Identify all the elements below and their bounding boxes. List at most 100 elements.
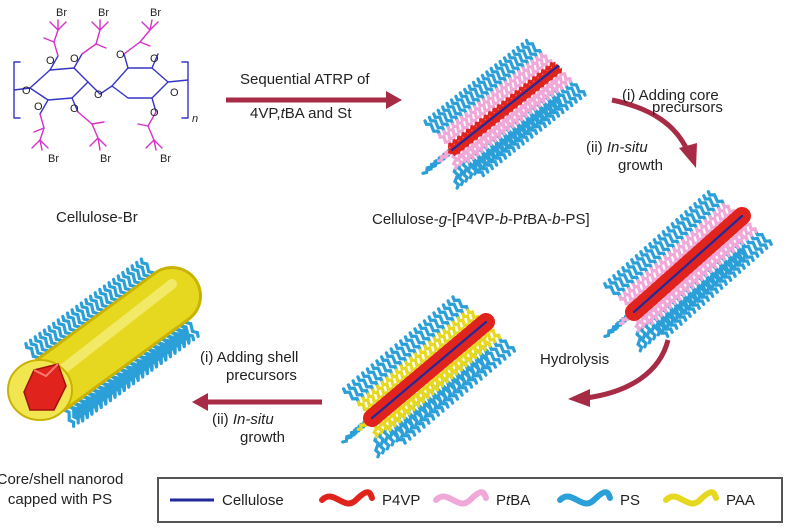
ps-arm: [356, 375, 375, 392]
ps-arm: [380, 355, 399, 372]
ps-arm: [449, 98, 468, 116]
middle-block-arm: [442, 129, 456, 143]
legend-label: Cellulose: [222, 492, 284, 509]
cellulose-br-label: Cellulose-Br: [56, 209, 138, 226]
ps-arm: [564, 83, 583, 101]
backbone-bonds: [13, 53, 189, 115]
legend-swatch: [319, 489, 375, 507]
ps-arm: [661, 230, 681, 247]
ps-arm: [635, 329, 644, 353]
arrow-step-2: [611, 97, 697, 168]
middle-block-arm: [539, 52, 553, 66]
middle-block-arm: [466, 308, 480, 321]
middle-block-arm: [535, 56, 549, 69]
middle-block-arm: [376, 384, 390, 397]
middle-block-arm: [428, 340, 442, 353]
middle-block-arm: [499, 84, 514, 97]
ps-arm: [413, 327, 432, 344]
middle-block-arm: [627, 286, 642, 300]
ps-arm: [446, 299, 465, 316]
middle-block-arm: [495, 87, 509, 101]
step4-line3: (ii) In-situ: [212, 411, 274, 428]
ps-arm: [394, 343, 413, 360]
step1-label-line1: Sequential ATRP of: [240, 71, 370, 88]
middle-block-arm: [438, 133, 452, 146]
ps-arm: [418, 323, 437, 340]
middle-block-arm: [504, 80, 518, 94]
product-label-cellulose-g: Cellulose-g-[P4VP-b-PtBA-b-PS]: [372, 211, 590, 228]
ps-arm: [456, 163, 465, 187]
ps-arm: [670, 222, 690, 239]
ps-arm: [603, 282, 622, 299]
middle-block-arm: [704, 218, 718, 232]
middle-block-arm: [461, 312, 476, 325]
middle-block-arm: [645, 270, 660, 284]
middle-block-arm: [482, 98, 496, 111]
ps-arm: [476, 77, 495, 95]
ps-arm: [497, 336, 516, 353]
brush-copolymer-cellulose-g: [421, 38, 587, 190]
step3-label: Hydrolysis: [540, 351, 609, 368]
arrow-step-4: [192, 393, 322, 411]
middle-block-arm: [699, 222, 714, 236]
legend-label: P4VP: [382, 492, 420, 509]
ps-arm: [525, 38, 543, 56]
ps-arm: [749, 233, 769, 250]
ps-arm: [706, 190, 726, 207]
legend-label: PtBA: [496, 492, 530, 509]
middle-block-arm: [491, 91, 505, 104]
cellulose-backbone: [450, 64, 560, 152]
ps-arm: [507, 52, 526, 70]
shell-highlight: [57, 279, 177, 375]
oxygen-label: O: [70, 103, 79, 115]
middle-block-arm: [404, 360, 419, 373]
middle-block-arm: [468, 108, 483, 122]
ps-arm: [612, 274, 631, 291]
ps-arm: [485, 70, 503, 88]
ps-arm: [351, 379, 370, 396]
middle-block-arm: [508, 77, 523, 90]
ps-arm: [702, 194, 721, 211]
ps-arm: [754, 229, 773, 246]
oxygen-label: O: [46, 55, 55, 67]
ps-arm: [389, 347, 408, 364]
middle-block-arm: [530, 59, 545, 73]
middle-block-arm: [464, 112, 478, 125]
ps-arm: [463, 87, 481, 105]
middle-block-arm: [473, 105, 487, 118]
middle-block-arm: [713, 210, 727, 224]
ps-arm: [480, 73, 499, 91]
middle-block-arm: [366, 392, 381, 405]
ps-arm: [639, 250, 658, 267]
middle-block-arm: [451, 152, 460, 170]
ps-arm: [616, 270, 636, 287]
arrow-step-1: [226, 91, 402, 109]
middle-block-arm: [663, 254, 678, 268]
ps-arm: [427, 115, 446, 133]
ps-arm: [494, 63, 512, 81]
ps-arm: [498, 59, 517, 77]
ps-arm: [625, 262, 645, 279]
oxygen-label: O: [150, 107, 159, 119]
ps-arm: [489, 66, 508, 84]
ps-arm: [745, 237, 764, 254]
ps-arm: [652, 238, 672, 255]
ps-arm: [382, 427, 391, 451]
middle-block-arm: [409, 356, 423, 369]
step4-line2: precursors: [226, 367, 297, 384]
step2-line2: precursors: [652, 99, 723, 116]
cellulose-backbone: [370, 320, 488, 420]
middle-block-arm: [395, 368, 409, 381]
ps-arm: [342, 387, 361, 404]
ps-arm: [621, 266, 640, 283]
ps-arm: [693, 202, 712, 219]
ps-arm: [441, 105, 459, 123]
legend-label: PS: [620, 492, 640, 509]
nanorod-label-line2: capped with PS: [8, 491, 112, 508]
ps-arm: [516, 45, 534, 63]
middle-block-arm: [654, 262, 669, 276]
ps-arm: [648, 242, 667, 259]
ps-arm: [502, 56, 521, 74]
yellow-shell: [25, 269, 199, 411]
